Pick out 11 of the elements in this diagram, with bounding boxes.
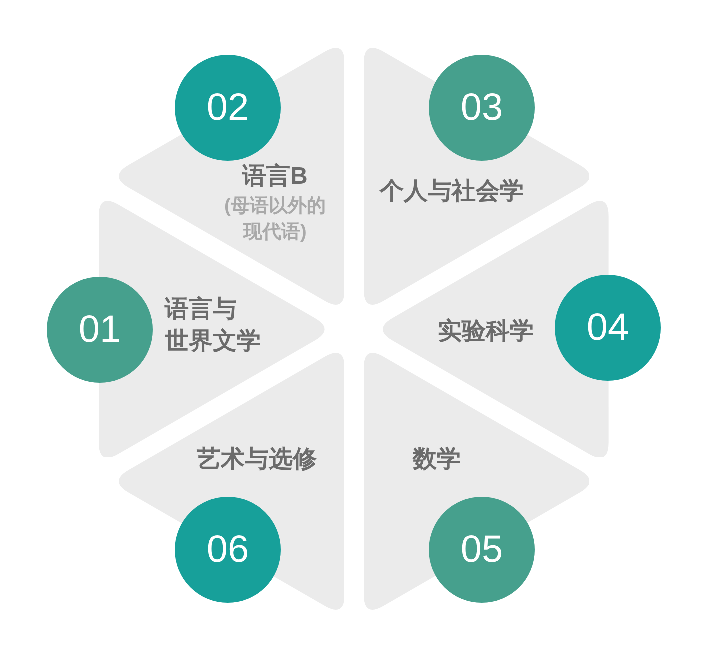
subject-label: 艺术与选修 [196, 444, 317, 475]
subject-label: 语言与世界文学 [164, 294, 261, 357]
subject-label: 数学 [413, 444, 461, 475]
subject-label: 实验科学 [438, 316, 534, 347]
triangle-panel [118, 352, 344, 610]
subject-label: 个人与社会学 [380, 176, 524, 207]
number-circle: 01 [47, 277, 153, 383]
subject-note: (母语以外的现代语) [224, 194, 326, 245]
triangle-panel [364, 352, 590, 610]
number-circle: 03 [429, 55, 535, 161]
subject-label: 语言B [242, 162, 308, 192]
